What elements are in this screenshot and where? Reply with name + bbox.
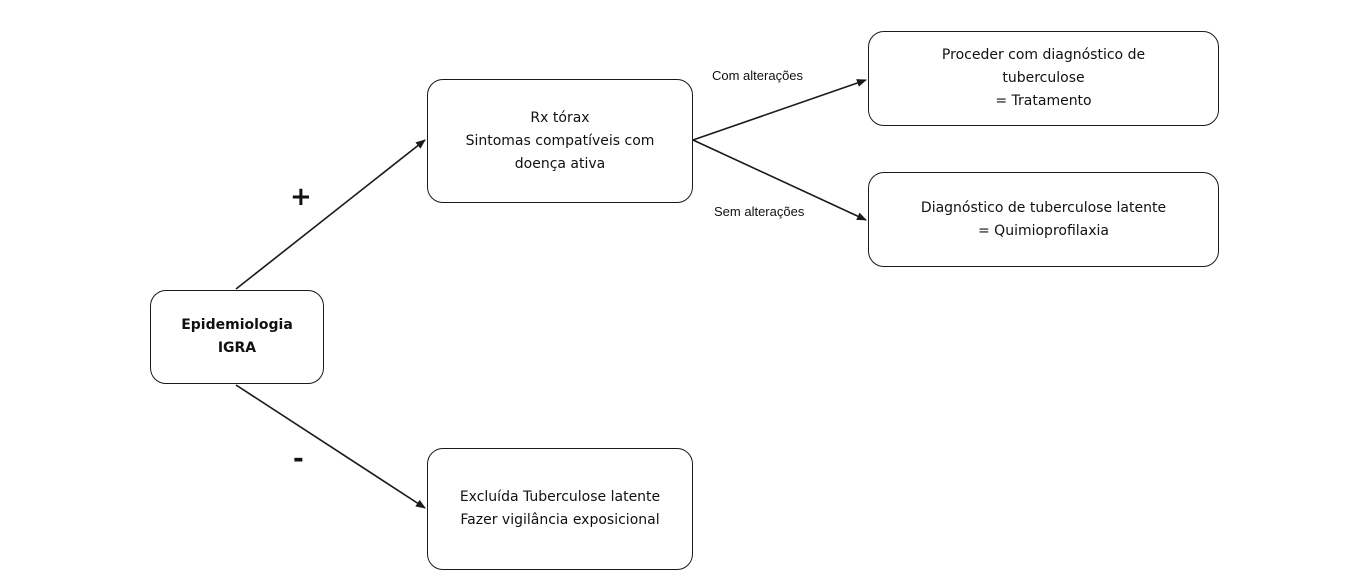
positive-sign: +	[290, 182, 312, 212]
node-line: Diagnóstico de tuberculose latente	[920, 199, 1167, 216]
node-diagnostico-tuberculose: Proceder com diagnóstico de tuberculose …	[868, 31, 1219, 126]
node-line: = Quimioprofilaxia	[978, 222, 1109, 239]
node-line: Proceder com diagnóstico de	[941, 47, 1146, 63]
node-line: tuberculose	[1002, 70, 1085, 86]
node-line: = Tratamento	[995, 93, 1092, 109]
node-line: Epidemiologia	[181, 317, 293, 333]
arrow-root-to-rx	[235, 139, 426, 290]
node-line: IGRA	[217, 340, 257, 356]
node-epidemiologia-igra: Epidemiologia IGRA	[150, 290, 324, 384]
node-line: Rx tórax	[530, 109, 590, 126]
node-tuberculose-latente: Diagnóstico de tuberculose latente = Qui…	[868, 172, 1219, 267]
node-line: doença ativa	[514, 155, 606, 172]
node-line: Excluída Tuberculose latente	[459, 489, 661, 505]
node-line: Fazer vigilância exposicional	[460, 512, 660, 528]
edge-label-com-alteracoes: Com alterações	[712, 68, 804, 83]
negative-sign: -	[293, 444, 304, 474]
node-rx-torax: Rx tórax Sintomas compatíveis com doença…	[427, 79, 693, 203]
arrow-rx-to-latent	[692, 139, 867, 221]
node-excluida-tuberculose-latente: Excluída Tuberculose latente Fazer vigil…	[427, 448, 693, 570]
arrow-rx-to-tb-diagnosis	[692, 79, 867, 141]
node-line: Sintomas compatíveis com	[465, 132, 655, 149]
edge-label-sem-alteracoes: Sem alterações	[714, 204, 805, 219]
arrow-root-to-excluded	[235, 384, 426, 509]
